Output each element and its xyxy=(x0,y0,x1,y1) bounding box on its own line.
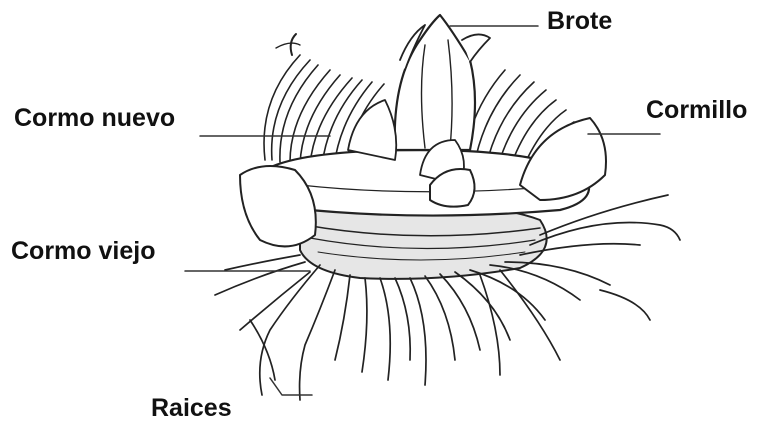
label-brote: Brote xyxy=(547,9,612,34)
label-cormillo: Cormillo xyxy=(646,98,747,123)
leader-raices xyxy=(270,378,312,395)
shoot xyxy=(395,15,490,150)
label-raices: Raices xyxy=(151,396,232,421)
label-cormo-nuevo: Cormo nuevo xyxy=(14,106,175,131)
corm-illustration xyxy=(185,15,680,400)
label-cormo-viejo: Cormo viejo xyxy=(11,239,155,264)
